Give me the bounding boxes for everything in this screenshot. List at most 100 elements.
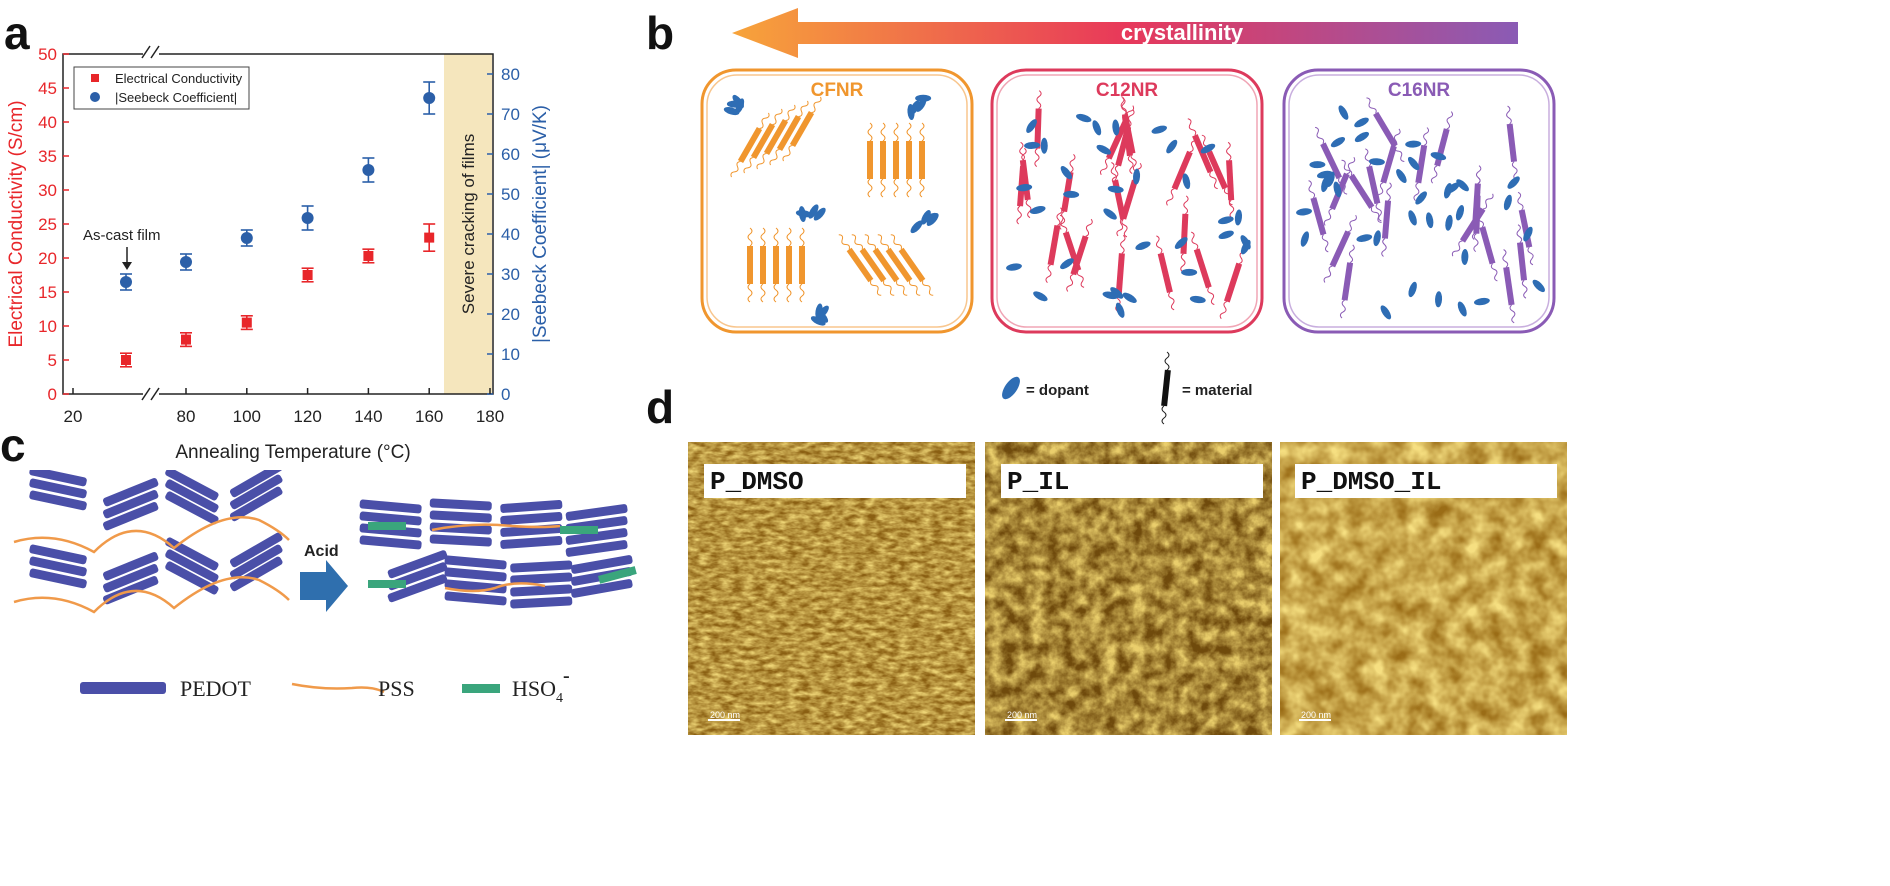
material-molecule <box>1506 105 1518 181</box>
dopant-molecule <box>815 303 823 320</box>
pedot-chain <box>29 544 87 565</box>
dopant-molecule <box>1189 295 1206 304</box>
pedot-chain <box>229 544 283 580</box>
dopant-molecule <box>1330 137 1346 148</box>
dopant-molecule <box>1016 184 1033 192</box>
as-cast-label: As-cast film <box>83 227 161 244</box>
dopant-molecule <box>732 94 744 109</box>
material-molecule <box>1413 127 1430 201</box>
dopant-molecule <box>1063 190 1080 198</box>
box-label-cfnr: CFNR <box>811 80 864 101</box>
material-molecule <box>838 234 882 296</box>
seebeck-point <box>120 273 132 291</box>
pedot-chain <box>229 470 283 498</box>
afm-scale-p-il: 200 nm <box>1007 710 1037 720</box>
pedot-chain <box>429 510 492 523</box>
left-tick-label: 0 <box>48 385 57 404</box>
dopant-molecule <box>1380 305 1392 320</box>
conductivity-point <box>240 314 253 331</box>
dopant-molecule <box>1026 119 1037 133</box>
pedot-chain <box>570 555 633 574</box>
dopant-molecule <box>1096 144 1112 155</box>
legend-marker-seebeck <box>90 92 100 102</box>
dopant-molecule <box>910 220 923 234</box>
panel-label-c: c <box>0 419 26 471</box>
panel-b-diagram: crystallinity CFNR C12NR C16NR = dopant … <box>700 8 1556 425</box>
dopant-molecule <box>795 210 812 218</box>
pedot-chain <box>165 470 219 501</box>
pedot-chain <box>444 567 507 582</box>
cracking-label: Severe cracking of films <box>459 134 478 314</box>
dopant-molecule <box>1430 152 1447 161</box>
afm-image-p-dmso-il: P_DMSO_IL 200 nm <box>1280 442 1567 735</box>
hso4-ion <box>597 566 637 584</box>
y-axis-right-label: |Seebeck Coefficient| (μV/K) <box>530 105 551 343</box>
as-cast-arrow <box>122 247 132 270</box>
dopant-molecule <box>1112 119 1120 136</box>
dopant-molecule <box>808 204 819 219</box>
right-tick-label: 30 <box>501 265 520 284</box>
dopant-molecule <box>1115 302 1125 318</box>
dopant-molecule <box>1133 168 1141 185</box>
right-tick-label: 50 <box>501 185 520 204</box>
box-label-c16nr: C16NR <box>1388 80 1451 101</box>
box-cfnr <box>700 68 974 334</box>
dopant-molecule <box>1523 226 1533 242</box>
material-legend-label: = material <box>1182 382 1252 399</box>
dopant-molecule <box>1503 194 1512 211</box>
pedot-chain <box>565 504 628 521</box>
dopant-molecule <box>1166 139 1178 154</box>
conductivity-point <box>301 267 314 283</box>
material-molecule <box>799 227 805 303</box>
material-molecule <box>1502 249 1516 324</box>
axis-break-bottom <box>141 387 160 402</box>
material-molecule <box>743 108 783 174</box>
dopant-molecule <box>1408 210 1417 226</box>
pedot-chain <box>165 549 219 583</box>
right-tick-label: 60 <box>501 145 520 164</box>
dopant-molecule <box>1006 263 1022 271</box>
dopant-molecule <box>1507 176 1520 189</box>
dopant-molecule <box>1234 209 1243 226</box>
afm-scale-p-dmso-il: 200 nm <box>1301 710 1331 720</box>
material-molecule <box>1191 231 1215 306</box>
afm-scale-p-dmso: 200 nm <box>710 710 740 720</box>
dopant-molecule <box>1405 140 1422 148</box>
dopant-molecule <box>1029 206 1046 214</box>
dopant-molecule <box>1135 241 1151 251</box>
pedot-chain <box>359 535 422 550</box>
pedot-chain <box>165 491 219 525</box>
right-tick-label: 0 <box>501 385 510 404</box>
material-legend-icon <box>1161 351 1171 425</box>
pss-chain <box>13 576 290 614</box>
x-tick-label: 120 <box>293 407 321 426</box>
afm-label-p-il: P_IL <box>1007 467 1069 497</box>
material-molecule <box>769 100 809 166</box>
panel-label-a: a <box>4 7 30 59</box>
left-tick-label: 40 <box>38 113 57 132</box>
pss-chain <box>13 516 290 554</box>
pss-chain <box>444 582 546 593</box>
conductivity-point <box>362 248 375 264</box>
material-molecule <box>1381 182 1392 257</box>
dopant-molecule <box>1415 191 1427 205</box>
dopant-molecule <box>1338 105 1349 120</box>
conductivity-point <box>180 331 192 348</box>
pedot-pss-before <box>13 470 290 614</box>
material-molecule <box>756 104 796 170</box>
material-molecule <box>880 122 886 198</box>
material-molecule <box>773 227 779 303</box>
left-tick-label: 25 <box>38 215 57 234</box>
pedot-chain <box>565 540 628 557</box>
crystallinity-arrow <box>732 8 1518 58</box>
material-molecule <box>1187 118 1218 190</box>
pedot-chain <box>165 479 219 513</box>
material-molecule <box>786 227 792 303</box>
dopant-molecule <box>1356 234 1373 242</box>
dopant-molecule <box>1033 291 1048 302</box>
pedot-chain <box>103 552 159 581</box>
material-molecule <box>864 234 908 296</box>
acid-label: Acid <box>304 543 339 560</box>
conductivity-point <box>423 223 436 252</box>
